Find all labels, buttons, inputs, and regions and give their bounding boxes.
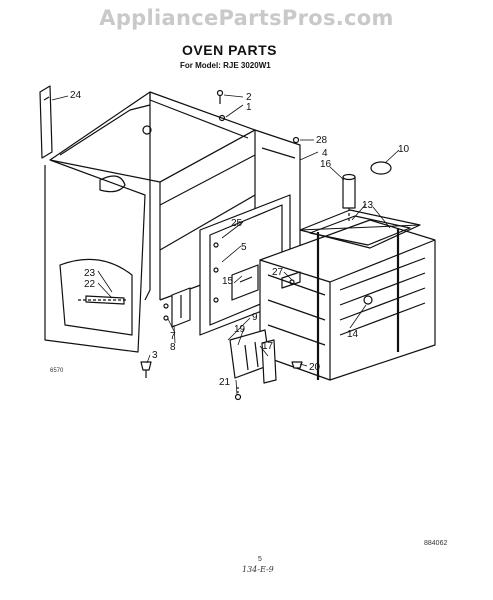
callout-23: 23 (84, 268, 96, 279)
part-3-screw (140, 361, 152, 378)
callout-19: 19 (234, 324, 246, 335)
reference-code: 884062 (424, 540, 448, 547)
callout-10: 10 (398, 144, 410, 155)
callout-25: 25 (231, 218, 243, 229)
callout-5: 5 (241, 242, 247, 253)
part-17-bracket (261, 339, 277, 384)
page-number: 5 (258, 556, 262, 563)
callout-13: 13 (362, 200, 374, 211)
handwritten-note: 134-E-9 (242, 565, 274, 574)
diagram-title: OVEN PARTS (182, 42, 277, 58)
part-7-hinge-bracket (163, 287, 191, 328)
model-subtitle: For Model: RJE 3020W1 (180, 61, 271, 70)
oven-body-wrapper (44, 91, 301, 353)
part-2-screw (216, 89, 224, 104)
callout-20: 20 (309, 362, 321, 373)
part-21-screw (234, 387, 242, 401)
callout-9: 9 (252, 312, 258, 323)
part-24-bracket (39, 85, 53, 159)
callout-24: 24 (70, 90, 82, 101)
callout-2: 2 (246, 92, 252, 103)
callout-8: 8 (170, 342, 176, 353)
part-20-screw (291, 361, 303, 369)
part-28-screw (292, 136, 300, 144)
callout-21: 21 (219, 377, 231, 388)
callout-16: 16 (320, 159, 332, 170)
callout-15: 15 (222, 276, 234, 287)
callout-4: 4 (322, 148, 328, 159)
callout-28: 28 (316, 135, 328, 146)
callout-27: 27 (272, 267, 284, 278)
part-16-knob-cylinder (342, 173, 356, 222)
callout-1: 1 (246, 102, 252, 113)
part-10-knob (370, 161, 392, 175)
part-1-screw (218, 114, 226, 122)
callout-14: 14 (347, 329, 359, 340)
callout-22: 22 (84, 279, 96, 290)
figure-code: 6570 (50, 368, 64, 374)
callout-3: 3 (152, 350, 158, 361)
callout-7: 7 (170, 331, 176, 342)
watermark: AppliancePartsPros.com (99, 6, 394, 30)
callout-17: 17 (262, 341, 274, 352)
part-15-bracket (231, 264, 259, 301)
